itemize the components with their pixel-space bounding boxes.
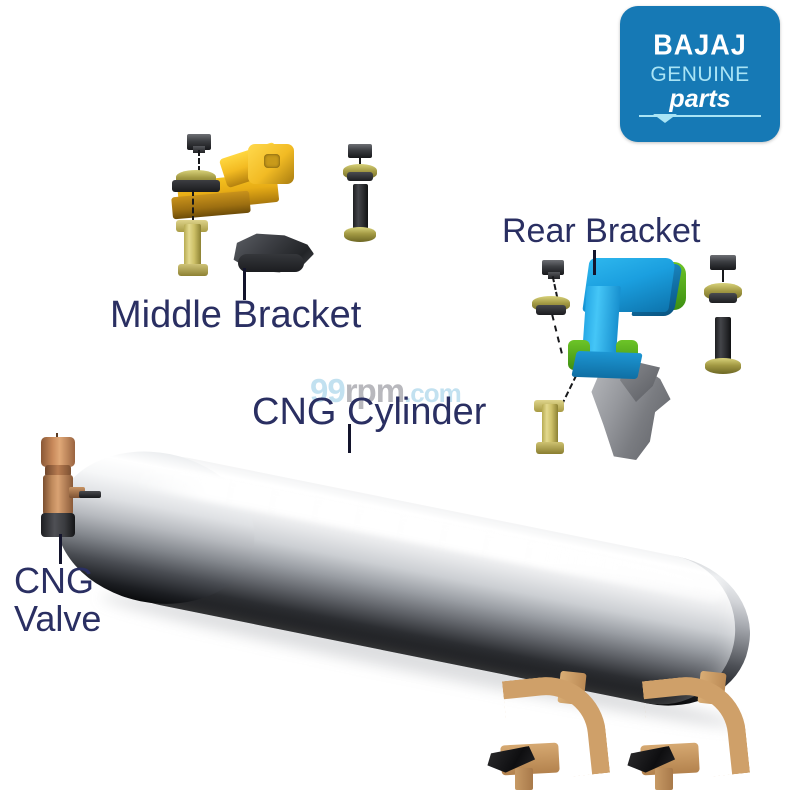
strap-mount-tab (655, 768, 673, 790)
bolt-washer-bottom (705, 358, 741, 374)
label-cng-valve-line2: Valve (14, 597, 102, 639)
middle-bracket-washer-lower (172, 180, 220, 192)
bolt-nut (348, 144, 372, 158)
label-middle-bracket: Middle Bracket (110, 294, 362, 336)
chevron-down-icon (653, 113, 677, 123)
logo-underline (639, 113, 761, 123)
watermark-part-1: 99 (310, 372, 346, 409)
valve-body (43, 475, 73, 515)
rear-bracket-assembly (528, 256, 728, 460)
leader-line-middle-bracket (243, 268, 246, 300)
bolt-washer-top-base (709, 293, 737, 303)
label-cng-valve-line1: CNG (14, 560, 94, 601)
valve-base (41, 513, 75, 537)
bajaj-genuine-parts-logo[interactable]: BAJAJ GENUINE parts (620, 6, 780, 142)
middle-bracket-rubber-pad-lip (238, 254, 304, 272)
assembly-dash-line (198, 150, 200, 172)
logo-parts-text: parts (669, 84, 731, 113)
assembly-dash-line (192, 190, 194, 222)
valve-knob (41, 437, 75, 467)
logo-brand-text: BAJAJ (653, 28, 747, 61)
rear-bracket-washer-base (536, 305, 566, 315)
valve-neck (45, 465, 71, 477)
leader-line-cng-cylinder (348, 424, 351, 453)
label-cng-valve: CNG Valve (14, 562, 101, 638)
middle-bracket-hole (264, 154, 280, 168)
bolt-assembly-middle (339, 144, 389, 248)
assembly-dash-line (551, 314, 563, 354)
leader-line-cng-valve (59, 534, 62, 564)
bolt-washer-bottom (344, 227, 376, 242)
assembly-dash-line (551, 276, 559, 298)
label-rear-bracket: Rear Bracket (502, 212, 701, 250)
valve-outlet-nub (69, 487, 85, 498)
rear-bracket-bolt (542, 404, 558, 446)
bolt-shaft (715, 317, 731, 363)
bolt-assembly-right (700, 255, 752, 377)
middle-bracket-bolt-tip (178, 264, 208, 276)
middle-bracket-bolt (184, 224, 201, 268)
bolt-shaft (353, 184, 368, 230)
rear-bracket-base (571, 350, 643, 380)
mounting-strap (625, 670, 751, 792)
rear-bracket-nut (542, 260, 564, 275)
assembly-dash-line (722, 270, 724, 282)
site-watermark: 99rpm.com (310, 372, 462, 410)
valve-pin (56, 433, 58, 439)
watermark-part-3: .com (404, 378, 462, 408)
leader-line-rear-bracket (593, 250, 596, 275)
bolt-washer-top-base (347, 172, 373, 181)
logo-genuine-text: GENUINE (650, 62, 750, 86)
watermark-part-2: rpm (344, 372, 405, 409)
label-cng-cylinder: CNG Cylinder (252, 391, 487, 433)
valve-spout (79, 491, 101, 498)
strap-mount-tab (515, 768, 533, 790)
middle-bracket-assembly (160, 132, 330, 282)
assembly-dash-line (359, 158, 361, 166)
bolt-nut (710, 255, 736, 270)
rear-bracket-bolt-tip (536, 442, 564, 454)
middle-bracket-nut-base (193, 146, 205, 153)
mounting-strap (485, 670, 611, 792)
rear-bracket-nut-base (548, 272, 560, 279)
cng-valve (33, 433, 101, 537)
